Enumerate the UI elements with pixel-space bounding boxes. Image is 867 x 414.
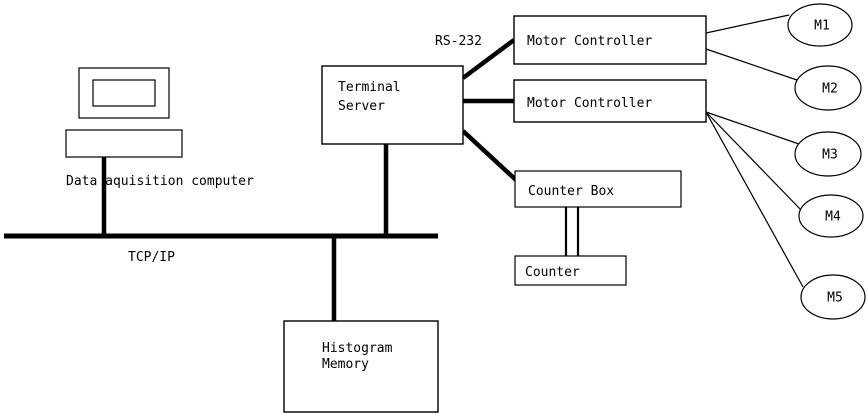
counter-rect xyxy=(514,255,627,286)
node-counter[interactable]: Counter xyxy=(514,255,627,286)
computer-keyboard xyxy=(65,129,183,158)
motor-m3-label: M3 xyxy=(822,148,838,163)
link-motor-controller-1-to-m1 xyxy=(705,14,790,34)
node-motor-m2[interactable]: M2 xyxy=(794,65,862,111)
motor-controller-2-label: Motor Controller xyxy=(527,96,652,111)
motor-m2-label: M2 xyxy=(822,82,838,97)
terminal-server-label-line-2: Server xyxy=(338,99,385,114)
node-terminal-server[interactable]: Terminal Server xyxy=(321,65,464,145)
link-motor-controller-2-to-m3 xyxy=(705,111,800,145)
node-motor-m4[interactable]: M4 xyxy=(798,194,864,238)
motor-controller-1-label: Motor Controller xyxy=(527,34,652,49)
node-counter-box[interactable]: Counter Box xyxy=(514,170,682,208)
terminal-server-label-line-1: Terminal xyxy=(338,80,401,95)
node-motor-controller-1[interactable]: Motor Controller xyxy=(513,15,707,65)
motor-m4-ellipse xyxy=(798,194,864,238)
node-motor-m1[interactable]: M1 xyxy=(787,3,853,47)
counter-box-rect xyxy=(514,170,682,208)
link-motor-controller-2-to-m4 xyxy=(705,111,803,212)
motor-m5-ellipse xyxy=(800,274,866,320)
motor-m3-ellipse xyxy=(794,131,862,177)
link-terminal-server-to-motor-controller-1 xyxy=(461,38,516,80)
computer-monitor-screen xyxy=(92,79,156,107)
motor-m2-ellipse xyxy=(794,65,862,111)
histogram-memory-label-line-1: Histogram xyxy=(322,341,393,356)
tcpip-bus-label: TCP/IP xyxy=(128,250,175,265)
node-motor-controller-2[interactable]: Motor Controller xyxy=(513,79,707,123)
counter-box-label: Counter Box xyxy=(528,184,614,199)
histogram-memory-label-line-2: Memory xyxy=(322,357,369,372)
terminal-server-box xyxy=(321,65,464,145)
rs232-link-label: RS-232 xyxy=(435,34,482,49)
motor-m1-ellipse xyxy=(787,3,853,47)
link-motor-controller-1-to-m2 xyxy=(705,48,798,81)
histogram-memory-box xyxy=(283,320,439,413)
motor-m1-label: M1 xyxy=(814,19,830,34)
node-motor-m5[interactable]: M5 xyxy=(800,274,866,320)
link-terminal-server-to-counter-box xyxy=(461,129,518,182)
motor-controller-2-box xyxy=(513,79,707,123)
motor-group: M1 M2 M3 M4 M5 xyxy=(787,3,866,320)
motor-m5-label: M5 xyxy=(827,291,843,306)
node-motor-m3[interactable]: M3 xyxy=(794,131,862,177)
link-motor-controller-2-to-m5 xyxy=(705,111,804,288)
node-histogram-memory[interactable]: Histogram Memory xyxy=(283,320,439,413)
motor-controller-1-box xyxy=(513,15,707,65)
motor-m4-label: M4 xyxy=(825,210,841,225)
counter-label: Counter xyxy=(525,265,580,280)
node-data-acquisition-computer[interactable]: Data aquisition computer xyxy=(65,67,254,189)
computer-caption: Data aquisition computer xyxy=(66,174,254,189)
